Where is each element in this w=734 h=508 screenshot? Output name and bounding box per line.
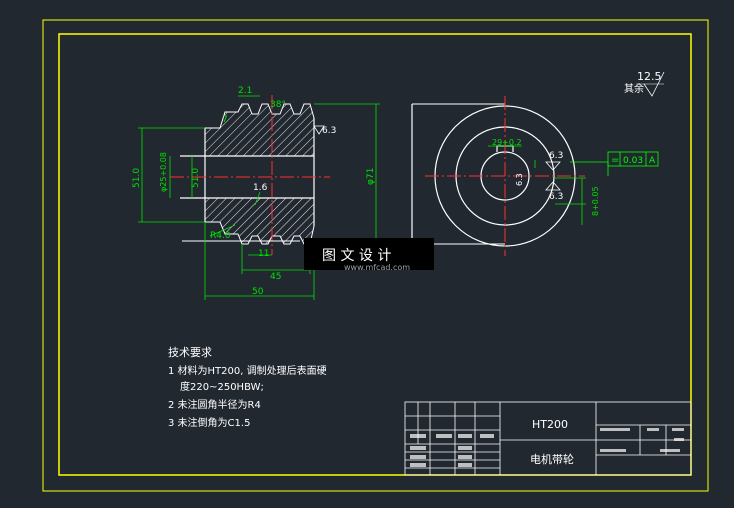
tol-symbol: = <box>611 155 619 166</box>
roughness-other-label: 其余 <box>624 82 644 95</box>
inner-frame <box>58 33 692 476</box>
dim-key-rough2: 6.3 <box>549 192 563 202</box>
tech-heading: 技术要求 <box>168 346 212 359</box>
dim-left-h: 7 <box>222 115 228 125</box>
dim-len-45: 45 <box>270 272 281 282</box>
dim-key-width: 8+0.05 <box>591 186 600 216</box>
upper-hatch <box>204 103 315 157</box>
tol-datum: A <box>649 156 656 166</box>
tol-value: 0.03 <box>623 156 643 166</box>
dim-len-50: 50 <box>252 287 264 297</box>
tech-line1: 1 材料为HT200, 调制处理后表面硬 <box>168 364 327 377</box>
dim-inner-rough: 1.6 <box>253 183 268 193</box>
dim-side-rough: 6.3 <box>515 173 524 186</box>
title-material: HT200 <box>532 418 568 431</box>
roughness-other-symbol <box>643 71 665 97</box>
dim-groove-angle: 38° <box>270 100 286 110</box>
dim-bore-height: 51.0 <box>132 168 142 188</box>
tech-line2: 度220~250HBW; <box>180 380 264 393</box>
dim-keyway: 29+0.2 <box>492 138 522 147</box>
dim-rough-side: 6.3 <box>322 126 336 136</box>
end-dimensions <box>488 145 586 225</box>
title-part: 电机带轮 <box>530 452 574 466</box>
outer-frame <box>42 19 709 492</box>
watermark-sub: www.mfcad.com <box>344 263 410 272</box>
end-view <box>411 96 585 256</box>
dim-key-rough: 6.3 <box>549 151 563 161</box>
roughness-symbol <box>313 125 325 135</box>
watermark-main: 图 文 设 计 <box>322 248 391 264</box>
title-block-fills <box>410 428 684 467</box>
dim-inner-51: 51.0 <box>191 168 201 188</box>
tolerance-frame <box>570 151 659 176</box>
roughness-symbol <box>545 181 561 191</box>
dim-top-pitch: 2.1 <box>238 86 252 96</box>
section-view <box>170 95 330 255</box>
tech-line3: 2 未注圆角半径为R4 <box>168 398 261 411</box>
dim-bore-dia: φ25+0.08 <box>159 152 168 192</box>
roughness-symbol <box>545 161 561 171</box>
watermark-box <box>304 238 434 270</box>
dim-radius: R4.0 <box>210 231 231 241</box>
dim-outer-dia: φ71 <box>366 168 376 185</box>
roughness-other-value: 12.5 <box>637 70 662 83</box>
dim-groove-pitch: 11 <box>258 249 269 259</box>
tech-line4: 3 未注倒角为C1.5 <box>168 416 250 429</box>
